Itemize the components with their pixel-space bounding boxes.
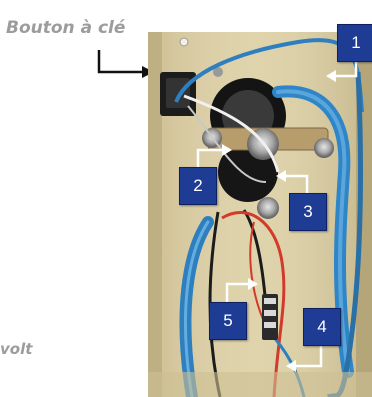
callout-badge-4: 4 (303, 308, 341, 346)
callout-badge-2: 2 (179, 167, 217, 205)
key-switch-caption: Bouton à clé (6, 18, 126, 38)
callout-badge-3: 3 (289, 193, 327, 231)
callout-badge-5: 5 (209, 302, 247, 340)
callout-badge-1: 1 (337, 24, 372, 62)
volt-caption: volt (0, 340, 33, 358)
